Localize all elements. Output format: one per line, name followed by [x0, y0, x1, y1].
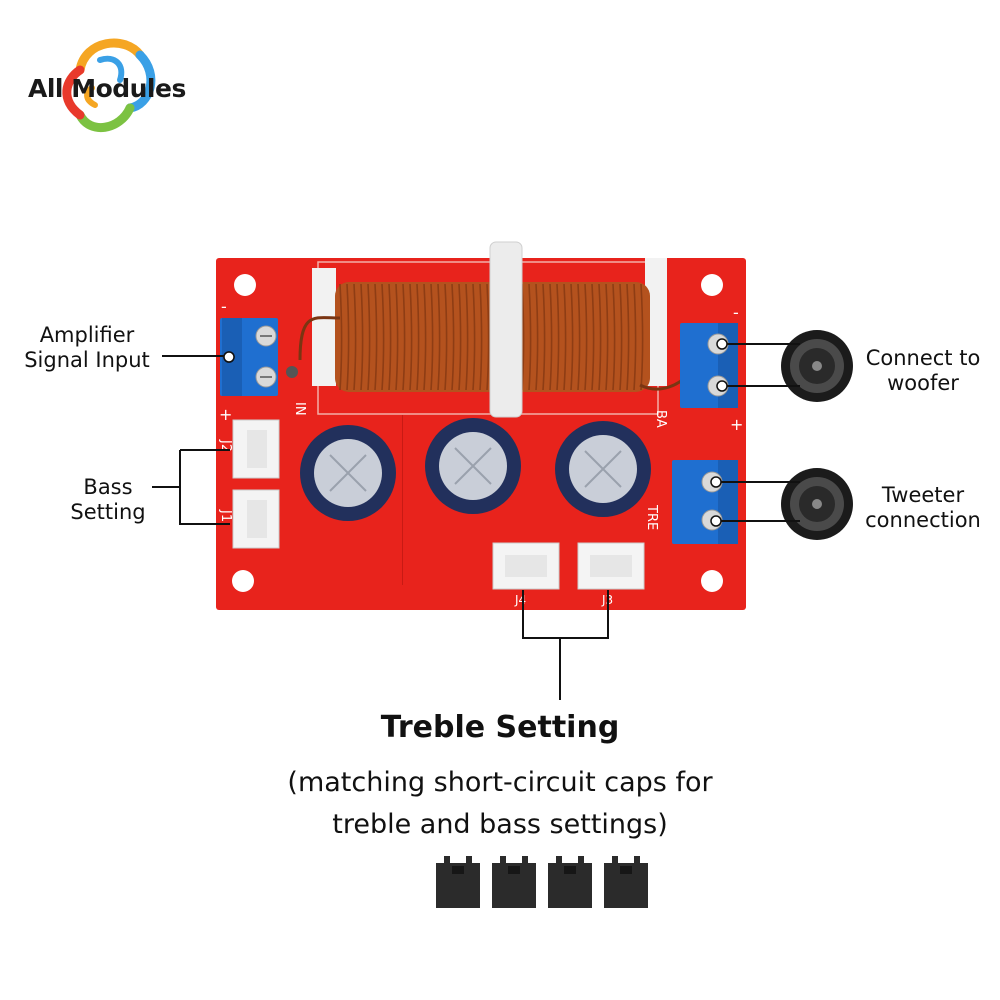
woofer-speaker-icon: [781, 330, 853, 402]
header-j4: [492, 542, 560, 590]
jumper-caps: [436, 856, 648, 908]
silk-minus-right: -: [733, 303, 739, 322]
silk-j1: J1: [218, 509, 233, 522]
silk-plus-left: +: [219, 405, 232, 424]
silk-minus-left: -: [221, 297, 227, 316]
woofer-terminal-block: [680, 323, 738, 408]
silk-in: IN: [292, 402, 307, 416]
jumper-cap-4: [604, 856, 648, 908]
leader-lines: [152, 343, 800, 700]
jumper-cap-2: [492, 856, 536, 908]
treble-setting-subtitle: (matching short-circuit caps for treble …: [287, 767, 713, 840]
header-j3: [577, 542, 645, 590]
inductor-coil: [286, 241, 692, 418]
header-j1: [232, 489, 280, 549]
tweeter-speaker-icon: [781, 468, 853, 540]
treble-setting-title: Treble Setting: [380, 710, 620, 745]
capacitor-1: [300, 425, 396, 521]
capacitor-3: [555, 421, 651, 517]
silk-j4: J4: [514, 593, 526, 607]
callout-amp-input: Amplifier Signal Input: [24, 323, 150, 372]
tweeter-terminal-block: [672, 460, 738, 544]
brand-logo-text: All Modules: [28, 74, 186, 103]
callout-bass-setting: Bass Setting: [70, 475, 146, 524]
callout-tweeter: Tweeter connection: [865, 483, 981, 532]
silk-bass: BA: [653, 410, 668, 428]
callout-woofer: Connect to woofer: [865, 346, 981, 395]
jumper-cap-3: [548, 856, 592, 908]
logo-icon: [62, 38, 156, 133]
capacitor-2: [425, 418, 521, 514]
header-j2: [232, 419, 280, 479]
silk-plus-right: +: [730, 415, 743, 434]
silk-treble: TRE: [644, 504, 659, 530]
silk-j2: J2: [218, 439, 233, 452]
jumper-cap-1: [436, 856, 480, 908]
